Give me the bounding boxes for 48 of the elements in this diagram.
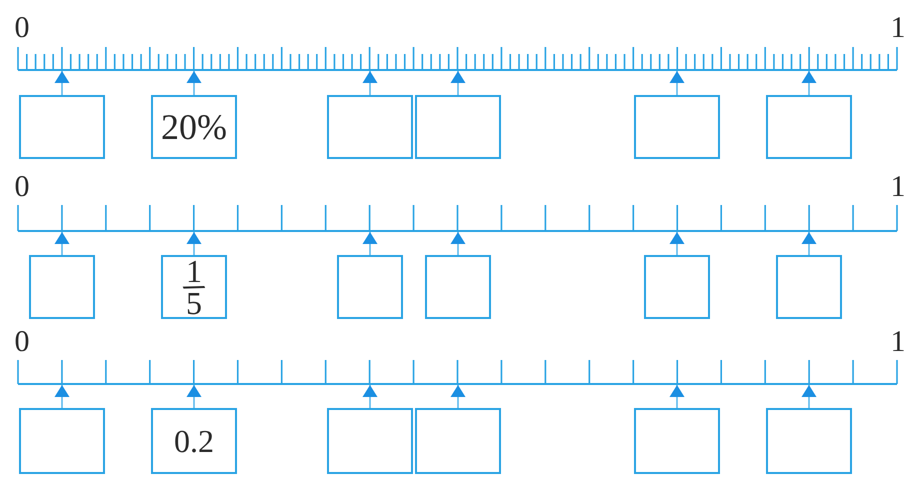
arrow xyxy=(802,385,816,408)
arrow xyxy=(450,385,466,408)
number-line xyxy=(17,360,898,385)
arrow xyxy=(450,232,466,255)
arrow xyxy=(450,71,466,95)
empty-answer-box xyxy=(29,255,95,319)
tick-label: 0 xyxy=(14,327,30,357)
number-line xyxy=(17,205,898,232)
answer-text: 20% xyxy=(161,109,227,145)
empty-answer-box xyxy=(327,408,413,474)
tick-label: 1 xyxy=(890,172,906,202)
empty-answer-box xyxy=(19,408,105,474)
arrow xyxy=(186,385,202,408)
arrow xyxy=(802,71,816,95)
arrow xyxy=(670,232,684,255)
answer-box xyxy=(151,95,237,159)
empty-answer-box xyxy=(415,408,501,474)
empty-answer-box xyxy=(19,95,105,159)
arrow xyxy=(54,232,70,255)
tick-label: 1 xyxy=(890,13,906,43)
arrow xyxy=(670,71,684,95)
fraction: 1/5 xyxy=(183,258,205,316)
empty-answer-box xyxy=(327,95,413,159)
empty-answer-box xyxy=(425,255,491,319)
empty-answer-box xyxy=(634,408,720,474)
arrow xyxy=(802,232,816,255)
empty-answer-box xyxy=(766,408,852,474)
empty-answer-box xyxy=(766,95,852,159)
answer-box xyxy=(151,408,237,474)
arrow xyxy=(362,232,378,255)
empty-answer-box xyxy=(776,255,842,319)
arrow xyxy=(54,385,70,408)
arrow xyxy=(362,385,378,408)
empty-answer-box xyxy=(634,95,720,159)
arrow xyxy=(670,385,684,408)
arrow xyxy=(54,71,70,95)
tick-label: 0 xyxy=(14,13,30,43)
answer-text: 0.2 xyxy=(174,425,214,457)
arrow xyxy=(186,232,202,255)
empty-answer-box xyxy=(644,255,710,319)
tick-label: 1 xyxy=(890,327,906,357)
empty-answer-box xyxy=(337,255,403,319)
answer-box xyxy=(161,255,227,319)
arrow xyxy=(186,71,202,95)
number-line xyxy=(17,47,898,71)
empty-answer-box xyxy=(415,95,501,159)
tick-label: 0 xyxy=(14,172,30,202)
arrow xyxy=(362,71,378,95)
